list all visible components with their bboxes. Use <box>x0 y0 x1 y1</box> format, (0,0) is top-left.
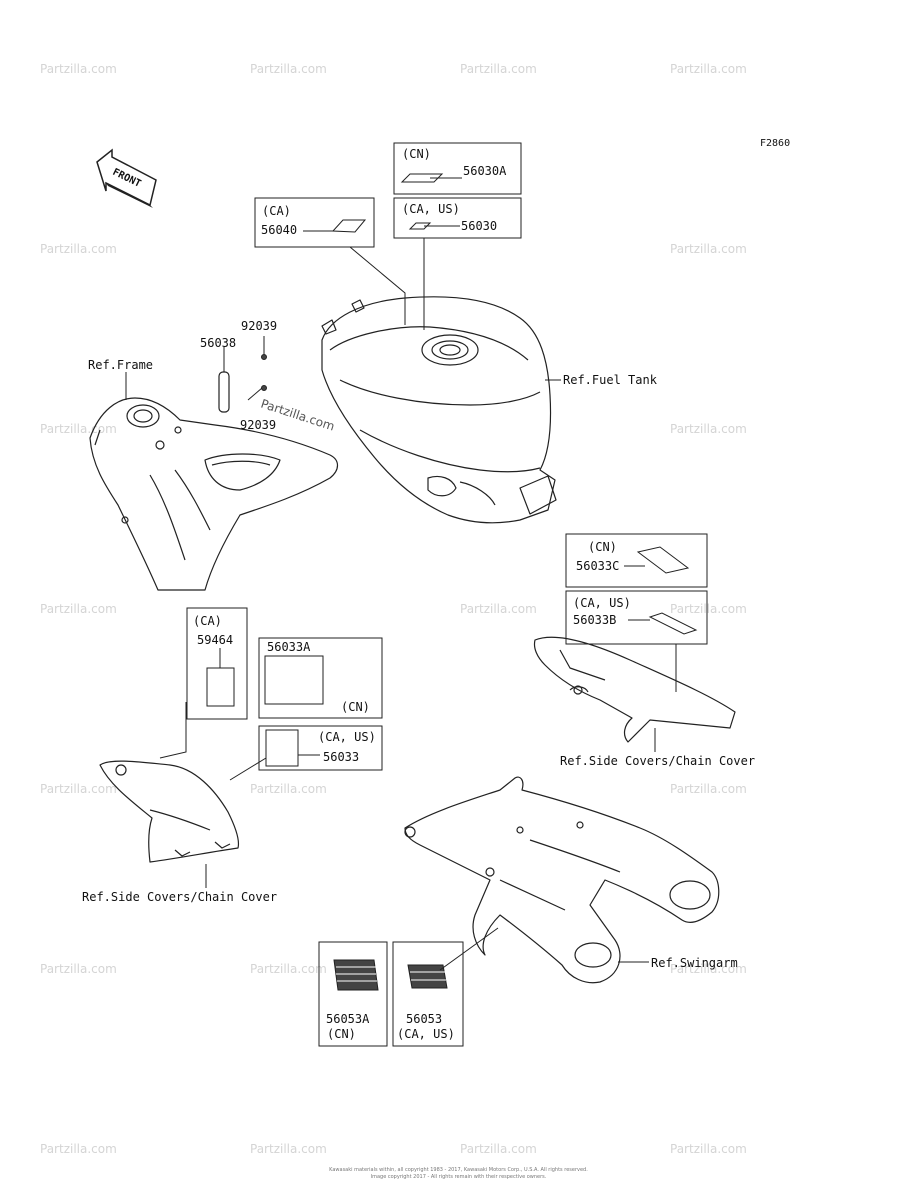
callout-56040[interactable]: (CA) 56040 <box>254 197 406 325</box>
watermark: Partzilla.com <box>40 242 117 256</box>
watermark: Partzilla.com <box>250 782 327 796</box>
callout-56053[interactable]: 56053 (CA, US) <box>392 927 499 1047</box>
part-number: 56030A <box>463 164 507 178</box>
region-label: (CN) <box>341 700 370 714</box>
watermark: Partzilla.com <box>250 962 327 976</box>
ref-swingarm-label[interactable]: Ref.Swingarm <box>651 956 738 970</box>
part-number: 56040 <box>261 223 297 237</box>
part-number: 56053A <box>326 1012 370 1026</box>
ref-frame-label[interactable]: Ref.Frame <box>88 358 153 372</box>
part-number: 56033 <box>323 750 359 764</box>
watermark: Partzilla.com <box>670 602 747 616</box>
callout-56033B[interactable]: (CA, US) 56033B <box>565 590 708 692</box>
part-number: 56053 <box>406 1012 442 1026</box>
watermark: Partzilla.com <box>670 62 747 76</box>
callout-56053A[interactable]: 56053A (CN) <box>318 941 388 1047</box>
watermark: Partzilla.com <box>40 602 117 616</box>
callout-59464[interactable]: (CA) 59464 <box>159 607 248 759</box>
callout-56030[interactable]: (CA, US) 56030 <box>393 197 522 330</box>
watermark: Partzilla.com <box>460 62 537 76</box>
figure-code: F2860 <box>760 138 790 149</box>
region-label: (CA, US) <box>397 1027 455 1041</box>
part-number: 56030 <box>461 219 497 233</box>
frame-drawing <box>89 397 339 591</box>
region-label: (CA, US) <box>318 730 376 744</box>
decal-56053A <box>333 959 379 991</box>
copyright-footer: Kawasaki materials within, all copyright… <box>0 1167 917 1181</box>
watermark: Partzilla.com <box>670 782 747 796</box>
callout-56030A[interactable]: (CN) 56030A <box>393 142 522 195</box>
watermark: Partzilla.com <box>40 62 117 76</box>
callout-56033A[interactable]: 56033A (CN) <box>258 637 383 719</box>
region-label: (CA) <box>262 204 291 218</box>
chain-cover-right-drawing <box>533 636 736 743</box>
ref-side-covers-right-label[interactable]: Ref.Side Covers/Chain Cover <box>560 754 755 768</box>
part-92039-top[interactable]: 92039 <box>241 319 277 333</box>
watermark: Partzilla.com <box>670 422 747 436</box>
watermark: Partzilla.com <box>40 1142 117 1156</box>
watermark: Partzilla.com <box>460 602 537 616</box>
front-arrow-icon: FRONT <box>96 148 157 208</box>
part-number: 56033C <box>576 559 619 573</box>
copyright-line-2: Image copyright 2017 - All rights remain… <box>370 1174 547 1180</box>
watermark: Partzilla.com <box>250 62 327 76</box>
side-cover-left-drawing <box>99 760 240 863</box>
callout-56033[interactable]: (CA, US) 56033 <box>229 725 383 781</box>
part-92039-bottom[interactable]: 92039 <box>240 418 276 432</box>
ref-fuel-tank-label[interactable]: Ref.Fuel Tank <box>563 373 658 387</box>
fuel-tank-drawing <box>321 296 557 524</box>
region-label: (CA, US) <box>402 202 460 216</box>
ref-side-covers-left-label[interactable]: Ref.Side Covers/Chain Cover <box>82 890 277 904</box>
callout-56033C[interactable]: (CN) 56033C <box>565 533 708 588</box>
reflector-56038 <box>218 336 267 413</box>
region-label: (CA) <box>193 614 222 628</box>
region-label: (CA, US) <box>573 596 631 610</box>
watermark: Partzilla.com <box>670 962 747 976</box>
watermark: Partzilla.com <box>40 782 117 796</box>
decal-56053 <box>407 964 448 989</box>
part-number: 59464 <box>197 633 233 647</box>
copyright-line-1: Kawasaki materials within, all copyright… <box>329 1167 588 1173</box>
watermark-layer: Partzilla.com Partzilla.com Partzilla.co… <box>40 62 747 1156</box>
watermark: Partzilla.com <box>670 1142 747 1156</box>
region-label: (CN) <box>402 147 431 161</box>
watermark: Partzilla.com <box>460 1142 537 1156</box>
part-number: 56033A <box>267 640 311 654</box>
part-56038[interactable]: 56038 <box>200 336 236 350</box>
region-label: (CN) <box>588 540 617 554</box>
watermark: Partzilla.com <box>40 422 117 436</box>
part-number: 56033B <box>573 613 616 627</box>
watermark: Partzilla.com <box>670 242 747 256</box>
region-label: (CN) <box>327 1027 356 1041</box>
swingarm-drawing <box>404 776 720 984</box>
watermark: Partzilla.com <box>250 1142 327 1156</box>
watermark: Partzilla.com <box>40 962 117 976</box>
